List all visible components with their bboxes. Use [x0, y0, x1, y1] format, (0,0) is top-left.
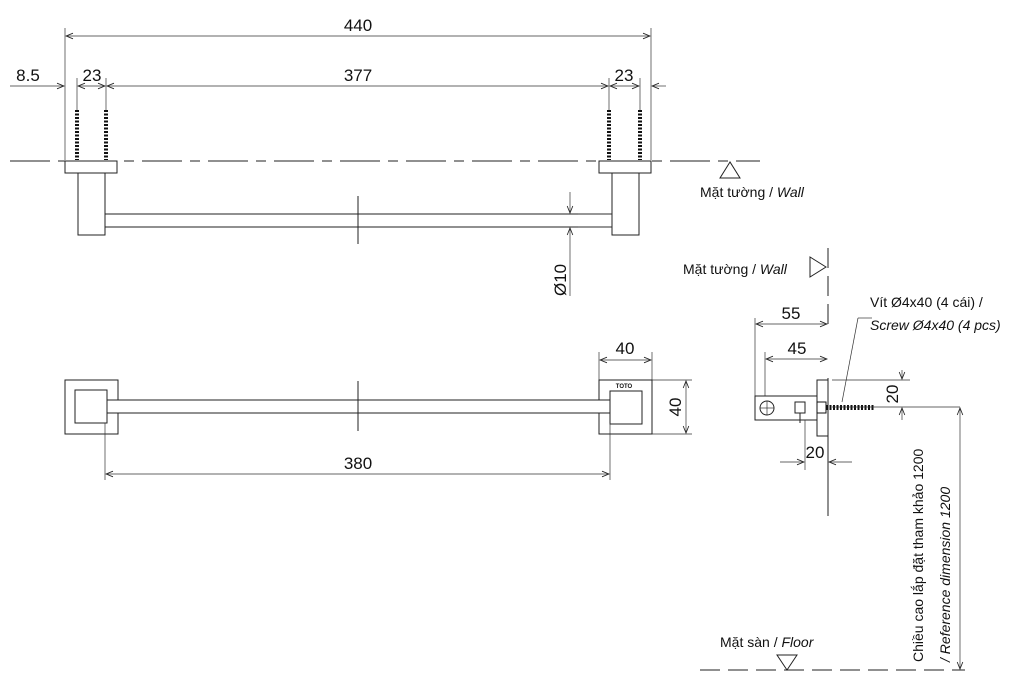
dim-offset-label: 8.5 — [16, 66, 40, 85]
dim-bar-length: 380 — [104, 423, 611, 480]
floor-label-en: Floor — [781, 634, 814, 650]
dim-screw-row: 8.5 23 377 23 — [10, 66, 666, 112]
dim-side-offset-horizontal-label: 20 — [806, 443, 825, 462]
dim-side-depth-label: 55 — [782, 304, 801, 323]
bracket-body-left — [77, 172, 106, 236]
side-screw — [816, 317, 874, 414]
bracket-plate-right — [598, 160, 652, 174]
dim-rod-diameter: Ø10 — [551, 192, 612, 296]
dim-rod-diameter-label: Ø10 — [551, 264, 570, 296]
floor-label-vi: Mặt sàn / — [720, 634, 781, 650]
dim-side-depth-inner: 45 — [764, 339, 827, 396]
brand-logo: TOTO — [616, 384, 633, 390]
triangle-marker-icon — [776, 654, 798, 671]
dim-screw-spacing-label: 377 — [344, 66, 372, 85]
height-label-en: / Reference dimension 1200 — [937, 487, 953, 663]
dim-side-offset-horizontal: 20 — [780, 420, 852, 470]
wall-label-side-vi: Mặt tường / — [683, 261, 760, 277]
dim-overall-length: 440 — [64, 16, 652, 160]
dim-side-offset-vertical: 20 — [832, 370, 960, 420]
dim-reference-height: Chiều cao lắp đặt tham khảo 1200 / Refer… — [910, 408, 960, 669]
wall-label-side-en: Wall — [760, 261, 788, 277]
base-cap-right — [609, 390, 643, 425]
height-label-vi: Chiều cao lắp đặt tham khảo 1200 — [910, 449, 926, 662]
side-view: Mặt tường / Wall 55 45 — [683, 248, 1001, 671]
wall-label-top-en: Wall — [777, 184, 805, 200]
triangle-marker-icon — [809, 256, 827, 278]
bracket-body-right — [611, 172, 640, 236]
base-cap-left — [74, 389, 108, 424]
dim-side-offset-vertical-label: 20 — [883, 385, 902, 404]
dim-base-width: 40 — [598, 339, 653, 380]
wall-label-side: Mặt tường / Wall — [683, 261, 788, 277]
wall-label-top: Mặt tường / Wall — [700, 184, 805, 200]
screw-label-vi: Vít Ø4x40 (4 cái) / — [870, 294, 983, 310]
dim-base-width-label: 40 — [616, 339, 635, 358]
dim-base-height: 40 — [652, 379, 692, 435]
dim-overall-length-label: 440 — [344, 16, 372, 35]
dim-base-height-label: 40 — [666, 398, 685, 417]
floor-label: Mặt sàn / Floor — [720, 634, 815, 650]
dim-bar-length-label: 380 — [344, 454, 372, 473]
front-view: 40 40 TOTO 380 — [64, 339, 692, 480]
set-screw — [794, 401, 806, 414]
dim-bracket-left-label: 23 — [83, 66, 102, 85]
triangle-marker-icon — [719, 161, 741, 179]
dim-side-depth-inner-label: 45 — [788, 339, 807, 358]
wall-label-top-vi: Mặt tường / — [700, 184, 777, 200]
top-view: 440 8.5 23 377 23 — [10, 16, 805, 296]
screw-label-en: Screw Ø4x40 (4 pcs) — [870, 317, 1001, 333]
bracket-plate-left — [64, 160, 118, 174]
dim-side-depth: 55 — [754, 304, 827, 396]
dim-bracket-right-label: 23 — [615, 66, 634, 85]
